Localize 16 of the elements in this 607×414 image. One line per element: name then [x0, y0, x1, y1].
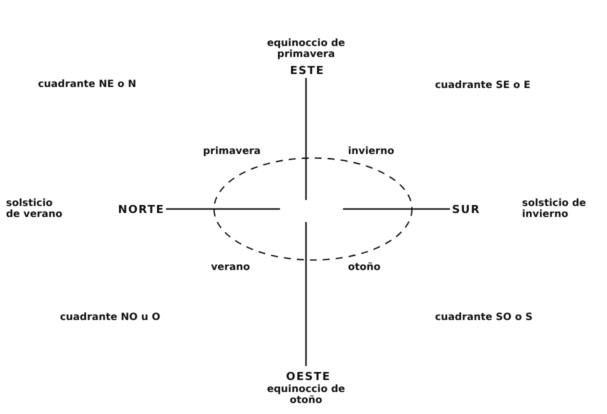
event-caption: equinoccio de otoño	[266, 384, 346, 406]
quadrant-label: cuadrante SO o S	[435, 312, 533, 323]
direction-label: SUR	[452, 203, 480, 216]
quadrant-label: cuadrante SE o E	[435, 80, 530, 91]
event-caption: solsticio de verano	[6, 198, 64, 220]
season-label: primavera	[203, 146, 261, 157]
event-caption: solsticio de invierno	[522, 198, 588, 220]
quadrant-label: cuadrante NO u O	[60, 312, 160, 323]
direction-label: ESTE	[290, 64, 324, 77]
direction-label: OESTE	[286, 370, 331, 383]
season-label: invierno	[348, 146, 394, 157]
event-caption: equinoccio de primavera	[266, 38, 346, 60]
direction-label: NORTE	[118, 203, 165, 216]
quadrant-label: cuadrante NE o N	[38, 79, 136, 90]
season-label: verano	[211, 262, 250, 273]
season-label: otoño	[348, 262, 381, 273]
